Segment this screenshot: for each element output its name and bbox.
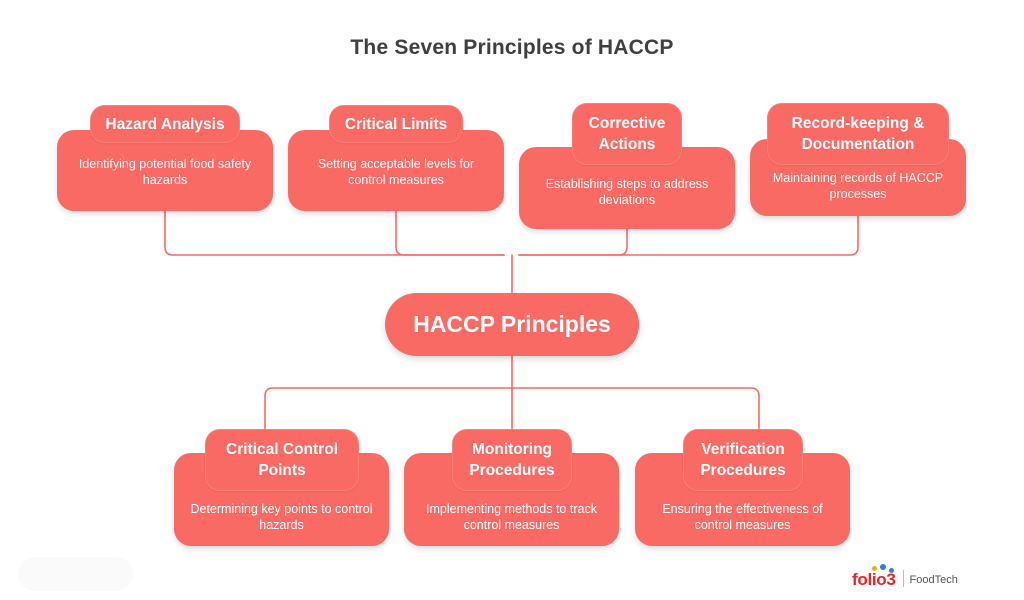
logo-wordmark: folio3 bbox=[852, 570, 896, 589]
node-body bbox=[288, 130, 504, 211]
logo-dot-blue-small-icon bbox=[889, 568, 894, 573]
node-hazard-analysis[interactable]: Hazard Analysis Identifying potential fo… bbox=[57, 105, 273, 211]
node-heading: Hazard Analysis bbox=[90, 105, 240, 143]
page-title: The Seven Principles of HACCP bbox=[350, 36, 674, 59]
logo-divider bbox=[902, 570, 904, 587]
node-description: Maintaining records of HACCP processes bbox=[772, 171, 944, 201]
logo-subbrand: FoodTech bbox=[909, 574, 958, 586]
center-node-label: HACCP Principles bbox=[413, 311, 611, 337]
node-heading: Monitoring Procedures bbox=[452, 429, 572, 491]
node-critical-control-points[interactable]: Critical Control Points Determining key … bbox=[174, 429, 389, 546]
node-description: Identifying potential food safety hazard… bbox=[78, 157, 252, 187]
node-description: Implementing methods to track control me… bbox=[426, 502, 597, 532]
watermark-placeholder bbox=[18, 557, 133, 591]
node-heading: Corrective Actions bbox=[572, 103, 682, 165]
node-description: Ensuring the effectiveness of control me… bbox=[662, 502, 823, 532]
brand-logo: folio3 FoodTech bbox=[852, 564, 958, 589]
node-body bbox=[57, 130, 273, 211]
logo-mark: folio3 bbox=[852, 564, 896, 589]
node-verification-procedures[interactable]: Verification Procedures Ensuring the eff… bbox=[635, 429, 850, 546]
node-description: Setting acceptable levels for control me… bbox=[317, 157, 475, 187]
node-heading: Critical Limits bbox=[329, 105, 463, 143]
node-monitoring-procedures[interactable]: Monitoring Procedures Implementing metho… bbox=[404, 429, 619, 546]
node-critical-limits[interactable]: Critical Limits Setting acceptable level… bbox=[288, 105, 504, 211]
node-heading: Critical Control Points bbox=[205, 429, 359, 491]
logo-dot-orange-icon bbox=[872, 566, 877, 571]
node-description: Establishing steps to address deviations bbox=[545, 177, 709, 207]
node-heading: Verification Procedures bbox=[683, 429, 803, 491]
node-heading: Record-keeping & Documentation bbox=[767, 103, 949, 165]
logo-dot-blue-large-icon bbox=[880, 564, 886, 570]
node-corrective-actions[interactable]: Corrective Actions Establishing steps to… bbox=[519, 103, 735, 229]
node-center-haccp-principles[interactable]: HACCP Principles bbox=[385, 293, 639, 356]
node-record-keeping[interactable]: Record-keeping & Documentation Maintaini… bbox=[750, 103, 966, 216]
node-description: Determining key points to control hazard… bbox=[190, 502, 373, 532]
